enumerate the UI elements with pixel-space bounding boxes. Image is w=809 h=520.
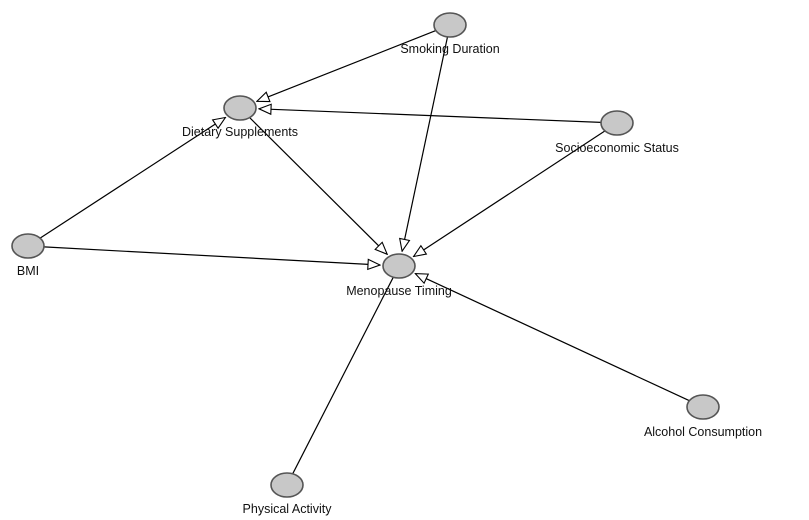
- edge-bmi-to-menopause: [43, 246, 380, 265]
- edge-ses-to-menopause: [414, 130, 606, 257]
- node-label-bmi: BMI: [17, 264, 39, 278]
- node-alcohol-consumption[interactable]: [686, 394, 720, 420]
- node-circle-socioeconomic-status[interactable]: [600, 110, 634, 136]
- edge-dietary-to-menopause: [249, 117, 388, 255]
- nodes-layer: [11, 12, 720, 498]
- node-circle-dietary-supplements[interactable]: [223, 95, 257, 121]
- node-physical-activity[interactable]: [270, 472, 304, 498]
- node-circle-smoking-duration[interactable]: [433, 12, 467, 38]
- edge-smoking-to-dietary: [257, 30, 437, 102]
- node-dietary-supplements[interactable]: [223, 95, 257, 121]
- node-label-smoking-duration: Smoking Duration: [400, 42, 499, 56]
- node-label-socioeconomic-status: Socioeconomic Status: [555, 141, 679, 155]
- edges-layer: [39, 30, 690, 475]
- node-label-dietary-supplements: Dietary Supplements: [182, 125, 298, 139]
- edge-alcohol-to-menopause: [415, 274, 690, 402]
- node-circle-menopause-timing[interactable]: [382, 253, 416, 279]
- edge-smoking-to-menopause: [402, 36, 449, 251]
- node-label-menopause-timing: Menopause Timing: [346, 284, 452, 298]
- node-circle-physical-activity[interactable]: [270, 472, 304, 498]
- edge-bmi-to-dietary: [39, 118, 225, 239]
- node-label-alcohol-consumption: Alcohol Consumption: [644, 425, 762, 439]
- node-smoking-duration[interactable]: [433, 12, 467, 38]
- node-circle-bmi[interactable]: [11, 233, 45, 259]
- node-bmi[interactable]: [11, 233, 45, 259]
- edge-physical-to-menopause: [292, 276, 394, 475]
- edge-ses-to-dietary: [259, 109, 602, 123]
- node-label-physical-activity: Physical Activity: [243, 502, 333, 516]
- node-menopause-timing[interactable]: [382, 253, 416, 279]
- node-socioeconomic-status[interactable]: [600, 110, 634, 136]
- node-circle-alcohol-consumption[interactable]: [686, 394, 720, 420]
